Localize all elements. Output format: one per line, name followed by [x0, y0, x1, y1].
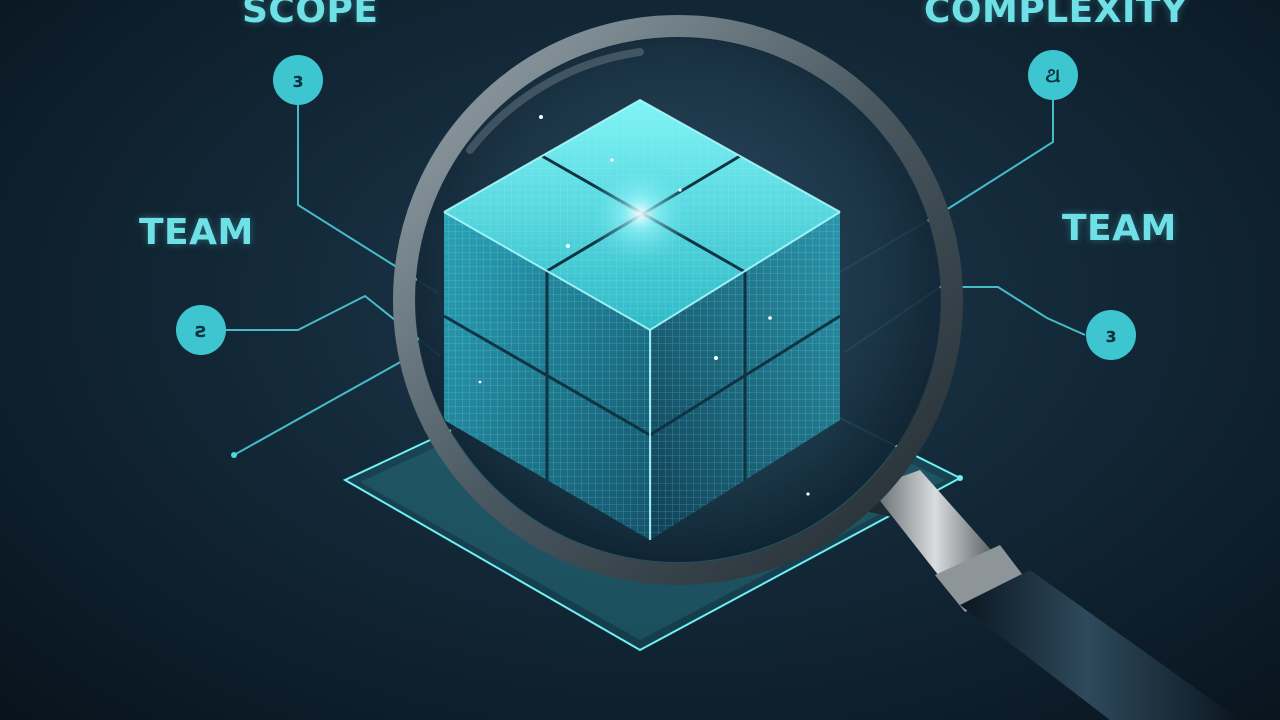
complexity-node-glyph: ଥ [1046, 63, 1061, 87]
lens-highlight [466, 48, 644, 154]
scope-node-glyph: ɜ [293, 68, 304, 92]
node-circles [176, 50, 1136, 481]
glowing-cube [443, 98, 841, 540]
team-left-node-glyph: ƨ [195, 318, 207, 342]
team-right-node-glyph: ɜ [1106, 323, 1117, 347]
complexity-node-circle [1028, 50, 1078, 100]
team-right-node-circle [1086, 310, 1136, 360]
scope-connector [297, 98, 439, 294]
team-left-label: TEAM [139, 212, 254, 253]
lower-left-connector [233, 359, 405, 456]
scope-label: SCOPE [242, 0, 379, 31]
complexity-label: COMPLEXITY [924, 0, 1188, 31]
team-left-node-circle [176, 305, 226, 355]
team-right-label: TEAM [1062, 208, 1177, 249]
scope-node-circle [273, 55, 323, 105]
magnifier-handle [860, 470, 1240, 720]
